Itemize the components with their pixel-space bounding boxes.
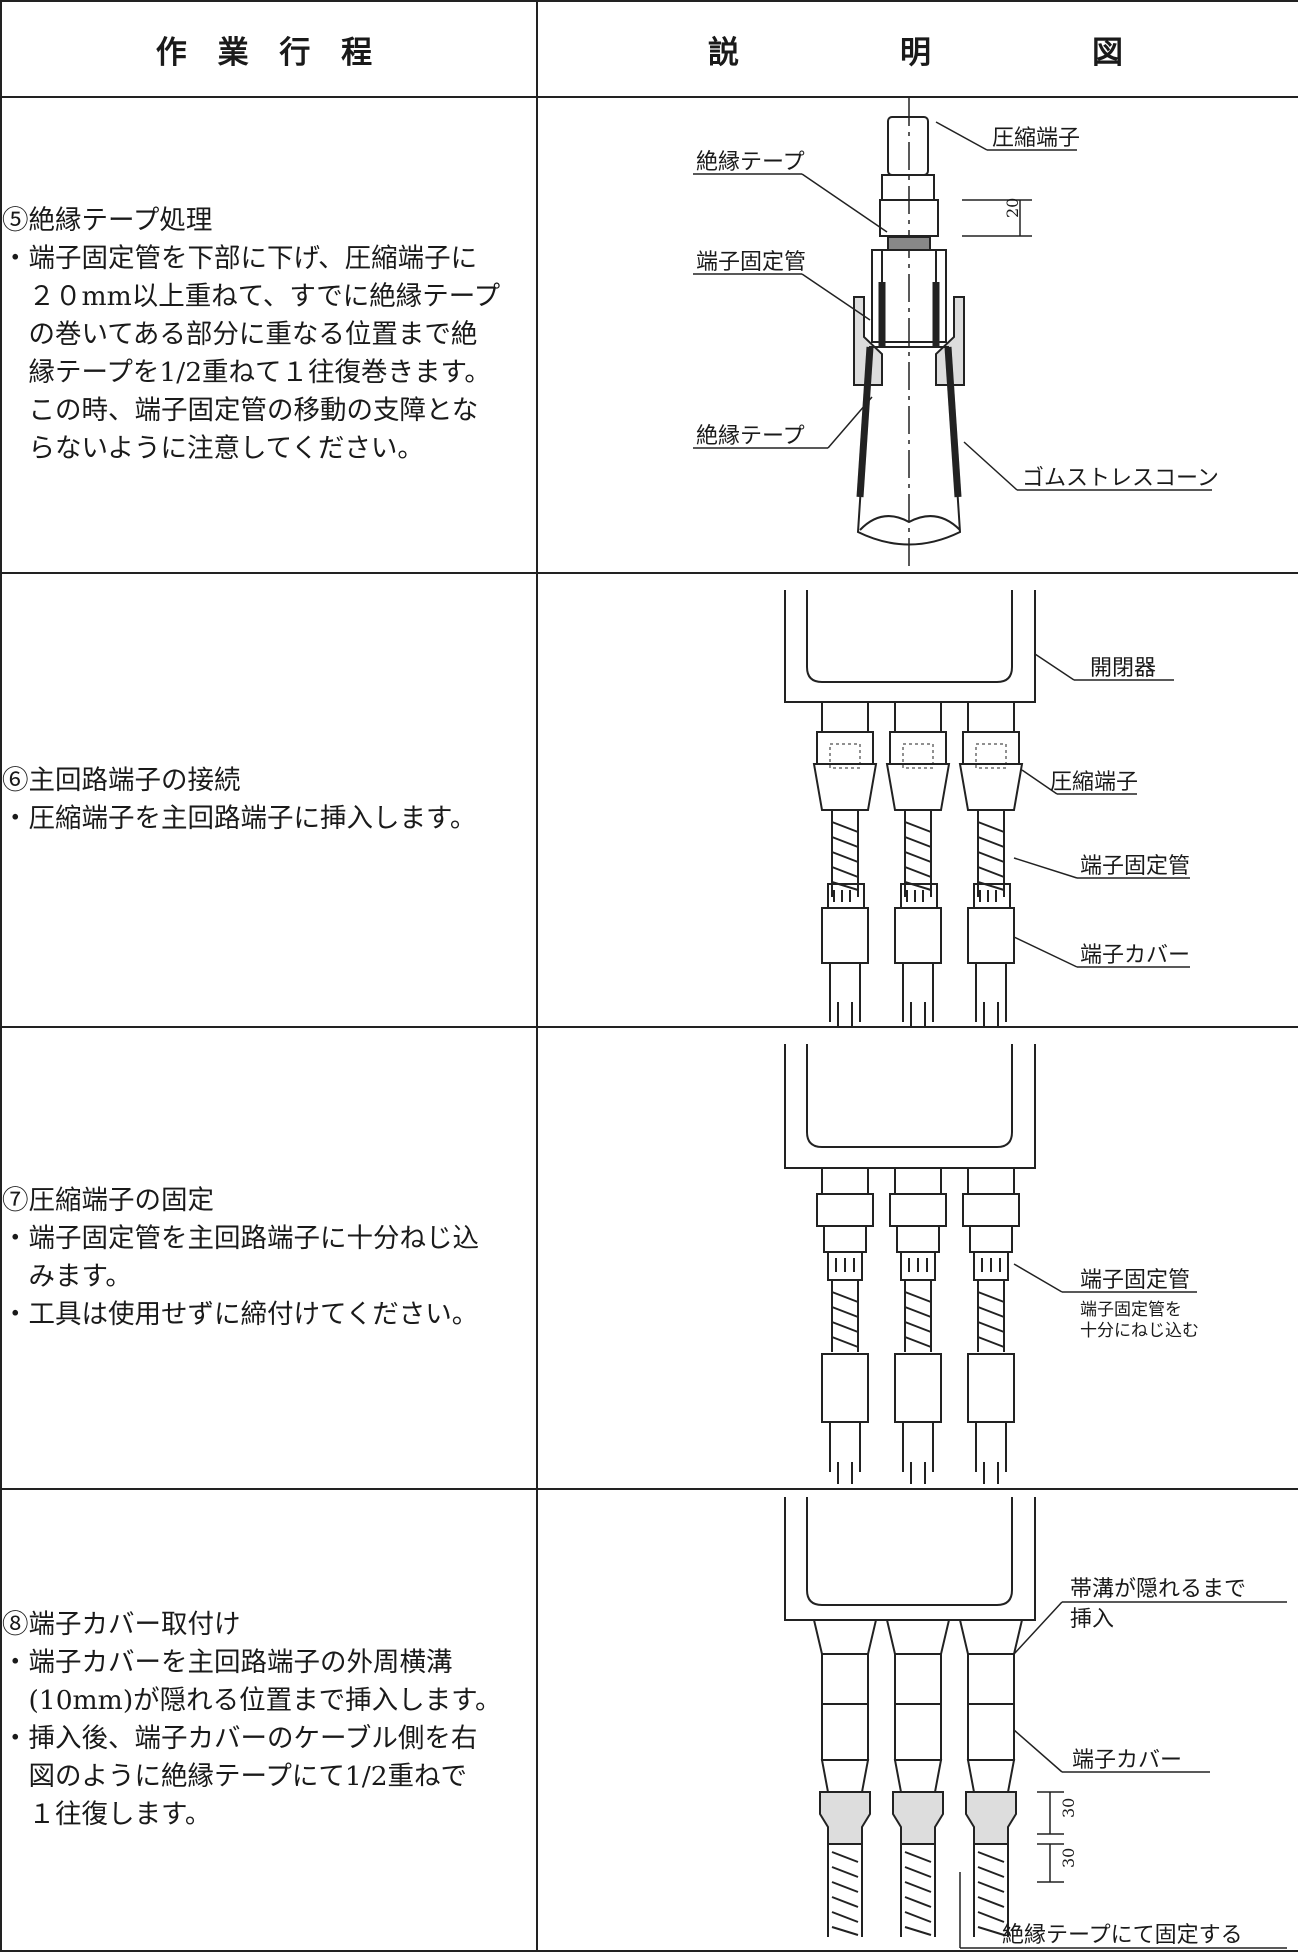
- dimension-30-lower: 30: [1059, 1848, 1078, 1868]
- step-6-title: ⑥主回路端子の接続: [2, 765, 241, 796]
- label-rubber-stress-cone: ゴムストレスコーン: [1022, 466, 1219, 491]
- step-5-line: らないように注意してください。: [2, 433, 424, 464]
- label-fixing-pipe: 端子固定管: [1080, 1268, 1190, 1293]
- label-insulation-tape-bottom: 絶縁テープ: [696, 424, 805, 449]
- terminal-fixing-diagram: 端子固定管 端子固定管を 十分にねじ込む: [784, 1044, 1199, 1485]
- step-7-text: ⑦圧縮端子の固定 ・端子固定管を主回路端子に十分ねじ込 みます。 ・工具は使用せ…: [0, 1026, 538, 1490]
- header-work-process: 作 業 行 程: [0, 0, 538, 98]
- step-6-line: ・圧縮端子を主回路端子に挿入します。: [2, 803, 477, 834]
- step-8-line: ・挿入後、端子カバーのケーブル側を右: [2, 1723, 478, 1754]
- label-fixing-pipe: 端子固定管: [1080, 854, 1190, 879]
- step-5-line: ・端子固定管を下部に下げ、圧縮端子に: [2, 243, 478, 274]
- label-insert-until-hidden-1: 帯溝が隠れるまで: [1070, 1577, 1246, 1602]
- header-illustration-char-2: 明: [900, 34, 931, 71]
- step-7-title: ⑦圧縮端子の固定: [2, 1185, 214, 1216]
- dimension-20: 20: [1003, 198, 1022, 218]
- step-7-line: みます。: [2, 1261, 132, 1292]
- step-5-line: この時、端子固定管の移動の支障とな: [2, 395, 479, 426]
- label-terminal-cover: 端子カバー: [1072, 1748, 1182, 1773]
- step-8-line: 図のように絶縁テープにて1/2重ねで: [2, 1761, 468, 1792]
- step-6-figure: 開閉器 圧縮端子 端子固定管 端子カバー: [536, 572, 1298, 1028]
- note-screw-in-2: 十分にねじ込む: [1080, 1321, 1199, 1341]
- step-8-line: １往復します。: [2, 1799, 212, 1830]
- header-illustration-char-3: 図: [1092, 34, 1123, 71]
- header-row: 作 業 行 程 説 明 図: [0, 0, 1298, 98]
- step-8-line: (10mm)が隠れる位置まで挿入します。: [2, 1685, 502, 1716]
- step-row-5: ⑤絶縁テープ処理 ・端子固定管を下部に下げ、圧縮端子に ２０mm以上重ねて、すで…: [0, 96, 1298, 574]
- label-insulation-tape-top: 絶縁テープ: [696, 150, 805, 175]
- label-fix-with-insulation-tape: 絶縁テープにて固定する: [1002, 1923, 1243, 1948]
- terminal-connection-diagram: 開閉器 圧縮端子 端子固定管 端子カバー: [784, 590, 1190, 1026]
- step-7-line: ・端子固定管を主回路端子に十分ねじ込: [2, 1223, 479, 1254]
- note-screw-in-1: 端子固定管を: [1080, 1300, 1182, 1320]
- label-switchgear: 開閉器: [1090, 656, 1156, 681]
- step-8-text: ⑧端子カバー取付け ・端子カバーを主回路端子の外周横溝 (10mm)が隠れる位置…: [0, 1488, 538, 1952]
- step-row-8: ⑧端子カバー取付け ・端子カバーを主回路端子の外周横溝 (10mm)が隠れる位置…: [0, 1488, 1298, 1952]
- stress-cone-diagram: 圧縮端子 絶縁テープ 端子固定管 絶縁テープ ゴムストレスコーン 20: [693, 98, 1219, 567]
- step-7-figure: 端子固定管 端子固定管を 十分にねじ込む: [536, 1026, 1298, 1490]
- step-8-title: ⑧端子カバー取付け: [2, 1609, 241, 1640]
- dimension-30-upper: 30: [1059, 1798, 1078, 1818]
- step-5-text: ⑤絶縁テープ処理 ・端子固定管を下部に下げ、圧縮端子に ２０mm以上重ねて、すで…: [0, 96, 538, 574]
- step-5-figure: 圧縮端子 絶縁テープ 端子固定管 絶縁テープ ゴムストレスコーン 20: [536, 96, 1298, 574]
- step-7-line: ・工具は使用せずに締付けてください。: [2, 1299, 479, 1330]
- step-5-line: ２０mm以上重ねて、すでに絶縁テープ: [2, 281, 501, 312]
- terminal-cover-diagram: 帯溝が隠れるまで 挿入 端子カバー 30 30 絶縁テープにて固定する: [784, 1497, 1287, 1949]
- step-row-6: ⑥主回路端子の接続 ・圧縮端子を主回路端子に挿入します。: [0, 572, 1298, 1028]
- header-illustration-char-1: 説: [708, 34, 739, 71]
- label-fixing-pipe: 端子固定管: [696, 250, 806, 275]
- step-5-line: 縁テープを1/2重ねて１往復巻きます。: [2, 357, 491, 388]
- step-8-figure: 帯溝が隠れるまで 挿入 端子カバー 30 30 絶縁テープにて固定する: [536, 1488, 1298, 1952]
- step-5-title: ⑤絶縁テープ処理: [2, 205, 213, 236]
- step-row-7: ⑦圧縮端子の固定 ・端子固定管を主回路端子に十分ねじ込 みます。 ・工具は使用せ…: [0, 1026, 1298, 1490]
- step-8-line: ・端子カバーを主回路端子の外周横溝: [2, 1647, 453, 1678]
- label-insert-until-hidden-2: 挿入: [1070, 1607, 1114, 1632]
- step-5-line: の巻いてある部分に重なる位置まで絶: [2, 319, 478, 350]
- label-terminal-cover: 端子カバー: [1080, 943, 1190, 968]
- step-6-text: ⑥主回路端子の接続 ・圧縮端子を主回路端子に挿入します。: [0, 572, 538, 1028]
- label-compression-terminal: 圧縮端子: [992, 126, 1080, 151]
- header-illustration: 説 明 図: [536, 0, 1298, 98]
- label-compression-terminal: 圧縮端子: [1050, 770, 1138, 795]
